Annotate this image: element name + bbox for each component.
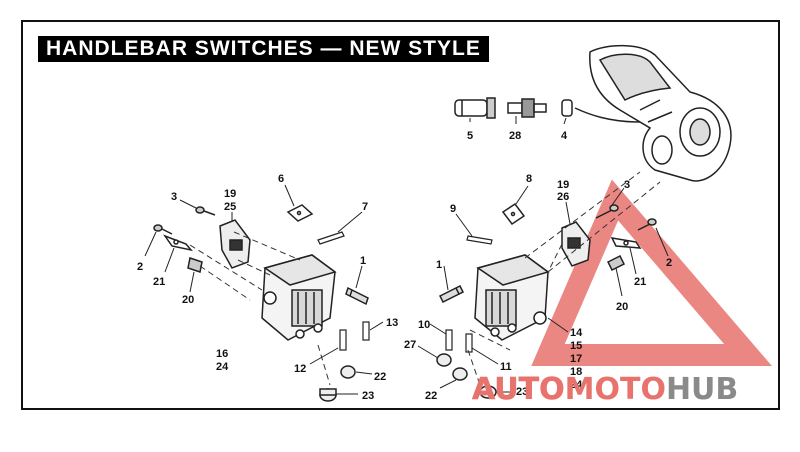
left-part-3-screw: [195, 206, 216, 216]
right-part-8-tag: [501, 202, 526, 226]
watermark-moto: MOTO: [565, 372, 666, 407]
callout-left-24: 24: [216, 361, 229, 373]
callout-left-21: 21: [153, 276, 165, 288]
callout-right-20: 20: [616, 301, 628, 313]
left-part-7-label: [317, 231, 345, 245]
part-5-fitting: [454, 97, 496, 119]
watermark-triangle: [531, 179, 772, 366]
part-28-switch: [507, 98, 547, 118]
callout-left-13: 13: [386, 317, 398, 329]
right-part-9-label: [466, 235, 493, 245]
right-part-21-clamp: [610, 237, 642, 249]
callout-right-8: 8: [526, 173, 532, 185]
callout-right-11: 11: [500, 361, 512, 373]
handlebar-housing: [589, 44, 732, 182]
diagram-frame: [21, 20, 780, 410]
left-part-20-plunger: [187, 257, 203, 273]
right-part-2-screw: [637, 218, 657, 231]
left-part-6-tag: [286, 204, 314, 222]
callout-right-14: 14: [570, 327, 583, 339]
callout-right-24: 24: [570, 379, 583, 391]
watermark-logo: [531, 179, 772, 366]
callout-labels: 3 2 21 20 19 25 6 7 1 13 16 24 12 22 23 …: [137, 130, 672, 402]
watermark-hub: HUB: [666, 372, 738, 407]
callout-right-10: 10: [418, 319, 430, 331]
callout-left-20: 20: [182, 294, 194, 306]
right-switch-housing: [474, 254, 550, 341]
callout-right-22: 22: [425, 390, 437, 402]
assembly-lines: [189, 171, 661, 386]
callout-right-21: 21: [634, 276, 646, 288]
right-part-3-screw: [595, 204, 619, 219]
left-part-21-clamp: [162, 234, 193, 252]
callout-right-17: 17: [570, 353, 582, 365]
right-part-27-cap: [436, 353, 452, 367]
callout-left-23: 23: [362, 390, 374, 402]
left-part-2-screw: [153, 224, 173, 235]
callout-left-25: 25: [224, 201, 236, 213]
callout-left-19: 19: [224, 188, 236, 200]
left-part-23-cap: [319, 388, 337, 402]
left-part-22-cap: [340, 365, 356, 379]
callout-right-26: 26: [557, 191, 569, 203]
callout-right-18: 18: [570, 366, 582, 378]
left-part-1-bolt: [345, 286, 369, 306]
diagram-title: HANDLEBAR SWITCHES — NEW STYLE: [38, 36, 489, 62]
left-part-12-13-keys: [339, 321, 370, 351]
callout-left-7: 7: [362, 201, 368, 213]
callout-top-28: 28: [509, 130, 521, 142]
callout-left-6: 6: [278, 173, 284, 185]
watermark-text: AUTOMOTOHUB: [472, 372, 738, 407]
callout-top-5: 5: [467, 130, 473, 142]
right-part-22-cap: [452, 367, 468, 381]
callout-right-9: 9: [450, 203, 456, 215]
right-part-10-11-keys: [445, 329, 473, 353]
callout-right-23: 23: [516, 386, 528, 398]
callout-right-1: 1: [436, 259, 442, 271]
left-part-19-switch: [219, 219, 251, 269]
callout-right-19: 19: [557, 179, 569, 191]
right-part-19-switch: [561, 221, 591, 267]
left-switch-housing: [261, 254, 337, 341]
callout-left-3: 3: [171, 191, 177, 203]
callout-left-22: 22: [374, 371, 386, 383]
callout-right-2: 2: [666, 257, 672, 269]
callout-right-3: 3: [624, 179, 630, 191]
watermark-auto: AUTO: [472, 372, 565, 407]
callout-right-27: 27: [404, 339, 416, 351]
right-part-20-plunger: [606, 254, 626, 272]
callout-left-1: 1: [360, 255, 366, 267]
callout-left-12: 12: [294, 363, 306, 375]
callout-right-15: 15: [570, 340, 582, 352]
leader-lines: [144, 116, 669, 395]
right-part-1-bolt: [438, 284, 465, 304]
part-4-clip: [561, 99, 641, 123]
callout-left-2: 2: [137, 261, 143, 273]
callout-left-16: 16: [216, 348, 228, 360]
callout-top-4: 4: [561, 130, 568, 142]
